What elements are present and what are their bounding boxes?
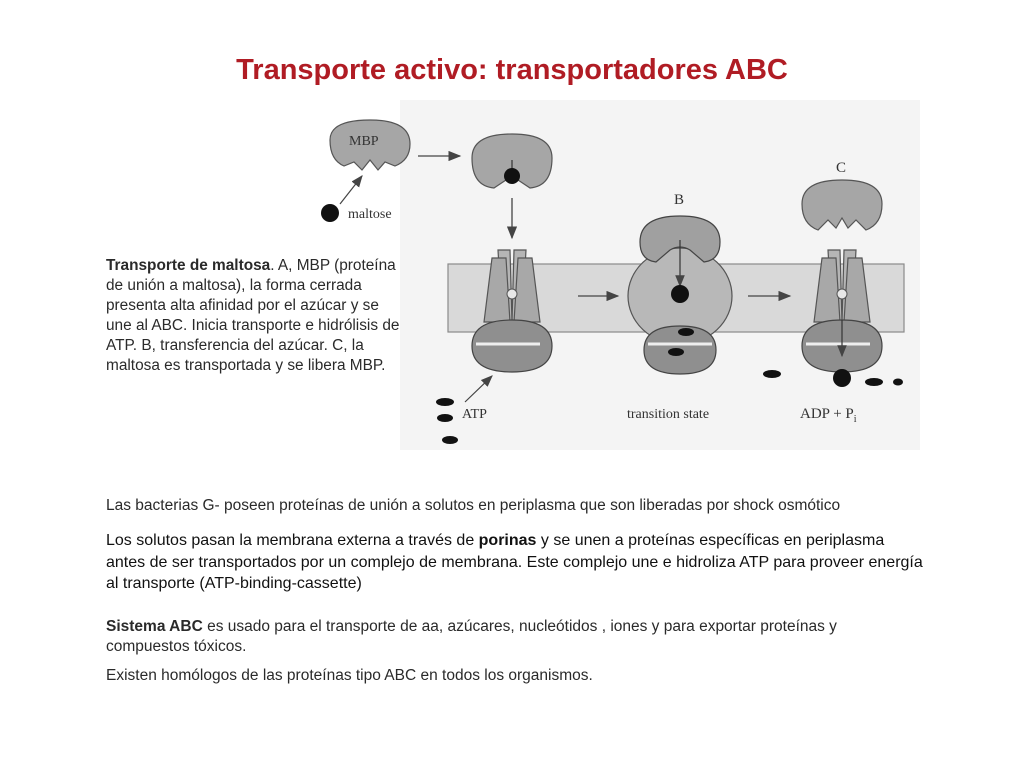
label-b: B — [674, 192, 684, 208]
paragraph-porins: Los solutos pasan la membrana externa a … — [106, 530, 926, 595]
maltose-molecule — [321, 204, 339, 222]
paragraph-abc-system: Sistema ABC es usado para el transporte … — [106, 617, 916, 657]
abc-system-bold: Sistema ABC — [106, 618, 203, 635]
paragraph-homologs: Existen homólogos de las proteínas tipo … — [106, 667, 593, 684]
released-maltose — [833, 369, 851, 387]
porins-bold: porinas — [478, 532, 537, 549]
pi-molecule-1 — [865, 378, 883, 386]
abc-transport-diagram: MBP maltose ATP B transition state — [321, 100, 920, 450]
maltose-label: maltose — [348, 207, 392, 222]
caption-bold: Transporte de maltosa — [106, 257, 271, 274]
atp-arrow — [464, 375, 493, 403]
mbp-released-protein — [801, 179, 883, 231]
maltose-arrow — [339, 175, 363, 205]
transporter-b: B — [627, 192, 733, 375]
porins-text-before: Los solutos pasan la membrana externa a … — [106, 532, 479, 549]
atp-molecule-3 — [442, 436, 458, 444]
adp-molecule-left — [763, 370, 781, 378]
transporter-a — [471, 249, 553, 373]
label-c: C — [836, 160, 846, 176]
atp-label: ATP — [462, 407, 487, 422]
mbp-label: MBP — [349, 134, 379, 149]
page-title: Transporte activo: transportadores ABC — [236, 54, 788, 86]
caption-text: . A, MBP (proteína de unión a maltosa), … — [106, 257, 400, 374]
transition-state-label: transition state — [627, 407, 709, 422]
abc-system-text: es usado para el transporte de aa, azúca… — [106, 618, 837, 655]
porins-text-after: y se unen a proteínas específicas en per… — [106, 532, 923, 592]
atp-molecule-1 — [436, 398, 454, 406]
mbp-open-protein — [329, 119, 411, 171]
diagram-caption: Transporte de maltosa. A, MBP (proteína … — [106, 256, 406, 376]
adp-pi-label: ADP + Pi — [800, 406, 857, 425]
transporter-c — [801, 249, 883, 373]
atp-molecule-2 — [437, 414, 453, 422]
pi-molecule-2 — [893, 378, 903, 386]
bound-maltose — [504, 168, 520, 184]
paragraph-gram-negative: Las bacterias G- poseen proteínas de uni… — [106, 497, 841, 514]
